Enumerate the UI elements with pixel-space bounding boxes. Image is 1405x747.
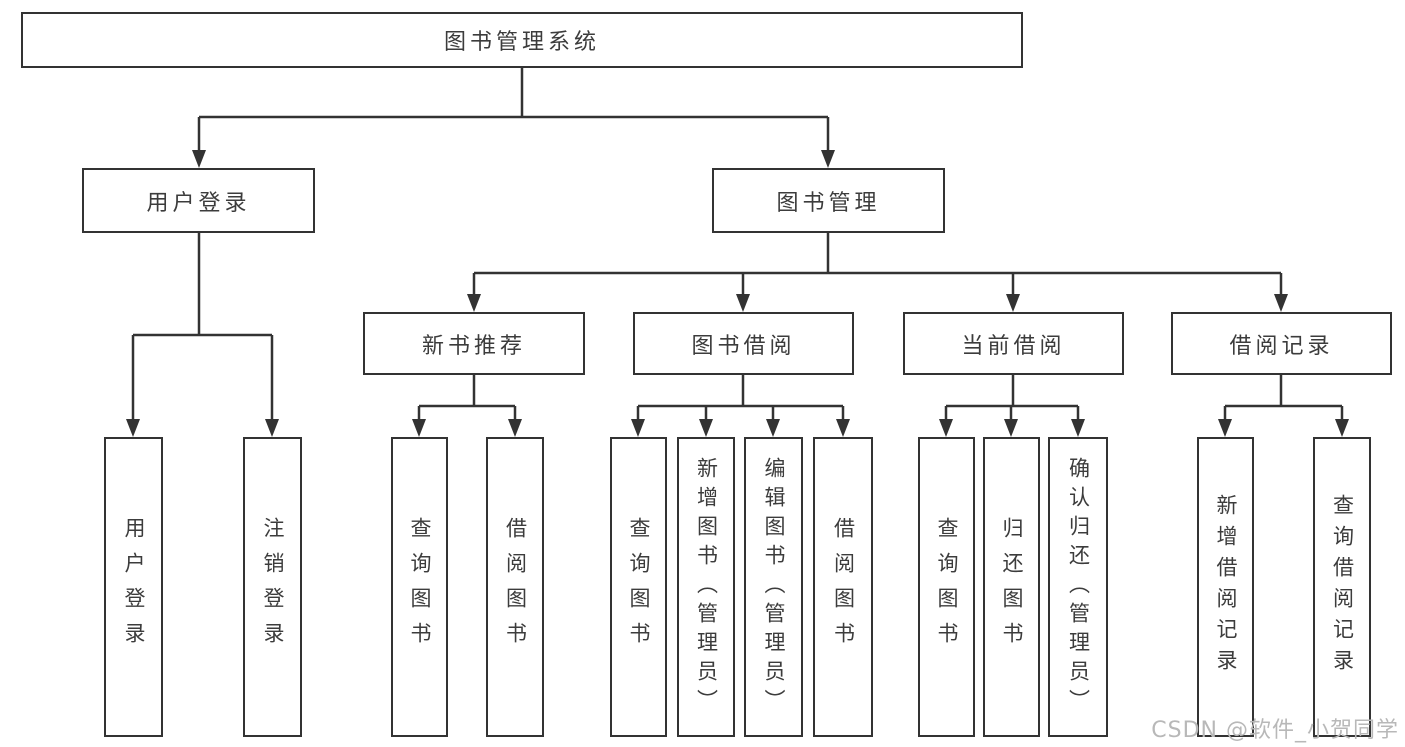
node-book-management: 图书管理 (712, 168, 945, 233)
node-user-login: 用户登录 (82, 168, 315, 233)
leaf-borrowing-query-books-label: 查询图书 (627, 517, 651, 657)
leaf-current-confirm-return-admin: 确认归还（管理员） (1048, 437, 1108, 737)
leaf-borrowing-add-books-admin-label: 新增图书（管理员） (694, 456, 719, 718)
leaf-borrowing-edit-books-admin-label: 编辑图书（管理员） (762, 456, 786, 718)
leaf-newbook-borrow-books-label: 借阅图书 (503, 517, 528, 657)
leaf-records-query-record-label: 查询借阅记录 (1330, 494, 1355, 680)
leaf-logout: 注销登录 (243, 437, 302, 737)
leaf-records-add-record: 新增借阅记录 (1197, 437, 1254, 737)
tree-edges (131, 68, 1344, 423)
leaf-current-query-books-label: 查询图书 (935, 517, 959, 657)
leaf-newbook-query-books: 查询图书 (391, 437, 448, 737)
node-new-book-recommendation: 新书推荐 (363, 312, 585, 375)
leaf-records-query-record: 查询借阅记录 (1313, 437, 1371, 737)
leaf-borrowing-add-books-admin: 新增图书（管理员） (677, 437, 735, 737)
leaf-current-confirm-return-admin-label: 确认归还（管理员） (1066, 456, 1091, 718)
leaf-current-query-books: 查询图书 (918, 437, 975, 737)
leaf-logout-label: 注销登录 (261, 517, 285, 657)
node-borrowing-records: 借阅记录 (1171, 312, 1392, 375)
leaf-records-add-record-label: 新增借阅记录 (1214, 494, 1238, 680)
leaf-newbook-borrow-books: 借阅图书 (486, 437, 544, 737)
leaf-newbook-query-books-label: 查询图书 (408, 517, 432, 657)
node-current-borrowing: 当前借阅 (903, 312, 1124, 375)
leaf-user-login-label: 用户登录 (122, 517, 146, 657)
csdn-watermark: CSDN @软件_小贺同学 (1151, 718, 1399, 743)
node-book-borrowing: 图书借阅 (633, 312, 854, 375)
leaf-borrowing-borrow-books: 借阅图书 (813, 437, 873, 737)
leaf-current-return-books-label: 归还图书 (1000, 517, 1024, 657)
leaf-current-return-books: 归还图书 (983, 437, 1040, 737)
leaf-borrowing-borrow-books-label: 借阅图书 (831, 517, 856, 657)
leaf-user-login: 用户登录 (104, 437, 163, 737)
leaf-borrowing-query-books: 查询图书 (610, 437, 667, 737)
leaf-borrowing-edit-books-admin: 编辑图书（管理员） (744, 437, 803, 737)
node-library-management-system: 图书管理系统 (21, 12, 1023, 68)
